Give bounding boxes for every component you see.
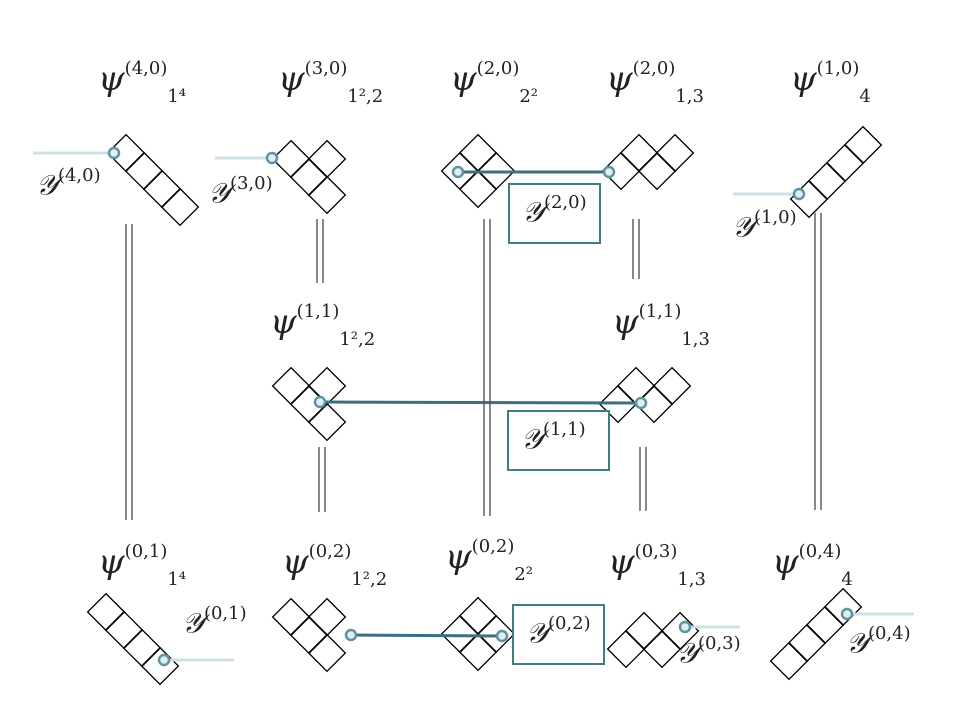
psi-label-02-122: ψ(0,2)1²,2 <box>282 540 388 590</box>
diagram-22-bot-cell <box>458 632 498 672</box>
diagram-122-bot-cell <box>289 615 329 655</box>
node-02-left <box>344 628 358 642</box>
diagram-13-mid-cell <box>616 366 656 406</box>
diagram-14-bot-cell <box>122 628 162 668</box>
node-20-right <box>602 165 616 179</box>
psi-label-40-14: ψ(4,0)1⁴ <box>98 57 187 107</box>
psi-label-04-4: ψ(0,4)4 <box>772 540 853 590</box>
diagram-13-top-cell <box>619 133 659 173</box>
y-label-03: 𝒴(0,3) <box>676 633 741 670</box>
diagram-122-top-cell <box>289 157 329 197</box>
psi-label-30-122: ψ(3,0)1²,2 <box>278 57 384 107</box>
diagram-4-top-cell <box>807 161 847 201</box>
node-11-left <box>313 395 327 409</box>
diagram-22-bot-cell <box>458 596 498 636</box>
diagram-13-mid-cell <box>652 366 692 406</box>
node-02-right <box>495 629 509 643</box>
diagram-122-bot-cell <box>307 597 347 637</box>
diagram-122-top-cell <box>307 139 347 179</box>
diagram-14-bot-cell <box>86 592 126 632</box>
diagram-13-top-cell <box>637 151 677 191</box>
diagram-4-bot-cell <box>769 641 809 681</box>
diagram-4-bot-cell <box>805 605 845 645</box>
node-40 <box>107 146 121 160</box>
diagram-14-top-cell <box>160 187 200 227</box>
diagram-4-bot-cell <box>823 587 863 627</box>
diagram-122-mid-cell <box>307 402 347 442</box>
psi-label-11-122: ψ(1,1)1²,2 <box>270 300 376 350</box>
diagram-122-bot-cell <box>307 633 347 673</box>
diagram-4-top-cell <box>825 143 865 183</box>
psi-label-02-22: ψ(0,2)2² <box>445 535 534 585</box>
psi-label-11-13: ψ(1,1)1,3 <box>612 300 710 350</box>
diagram-14-top-cell <box>142 169 182 209</box>
node-03 <box>678 620 692 634</box>
y-box-11: 𝒴(1,1) <box>507 410 610 471</box>
diagram-4-bot-cell <box>787 623 827 663</box>
diagram-14-bot-cell <box>140 646 180 686</box>
node-10 <box>792 187 806 201</box>
psi-label-20-13: ψ(2,0)1,3 <box>606 57 704 107</box>
diagram-13-bot-cell <box>642 629 682 669</box>
node-01 <box>157 653 171 667</box>
diagram-22-top-cell <box>458 169 498 209</box>
node-04 <box>840 607 854 621</box>
diagram-14-top-cell <box>124 151 164 191</box>
y-label-10: 𝒴(1,0) <box>732 207 797 244</box>
node-30 <box>265 151 279 165</box>
psi-label-20-22: ψ(2,0)2² <box>450 57 539 107</box>
y-label-01: 𝒴(0,1) <box>182 603 247 640</box>
connector-11 <box>319 400 642 405</box>
diagram-122-top-cell <box>307 175 347 215</box>
diagram-13-bot-cell <box>624 611 664 651</box>
diagram-4-top-cell <box>843 125 883 165</box>
diagram-122-mid-cell <box>307 366 347 406</box>
diagram-13-bot-cell <box>606 629 646 669</box>
node-20-left <box>451 165 465 179</box>
node-11-right <box>634 396 648 410</box>
y-label-04: 𝒴(0,4) <box>846 623 911 660</box>
diagram-22-top-cell <box>458 133 498 173</box>
diagram-122-bot-cell <box>271 597 311 637</box>
diagram-14-bot-cell <box>104 610 144 650</box>
connector-02 <box>350 633 503 638</box>
diagram-22-bot-cell <box>440 614 480 654</box>
y-box-20: 𝒴(2,0) <box>508 183 601 244</box>
y-box-02: 𝒴(0,2) <box>512 604 605 665</box>
diagram-22-bot-cell <box>476 614 516 654</box>
diagram-13-top-cell <box>655 133 695 173</box>
diagram-13-bot-cell <box>660 611 700 651</box>
y-label-30: 𝒴(3,0) <box>208 173 273 210</box>
psi-label-10-4: ψ(1,0)4 <box>790 57 871 107</box>
diagram-122-mid-cell <box>271 366 311 406</box>
psi-label-03-13: ψ(0,3)1,3 <box>608 540 706 590</box>
psi-label-01-14: ψ(0,1)1⁴ <box>98 540 187 590</box>
y-label-40: 𝒴(4,0) <box>36 165 101 202</box>
